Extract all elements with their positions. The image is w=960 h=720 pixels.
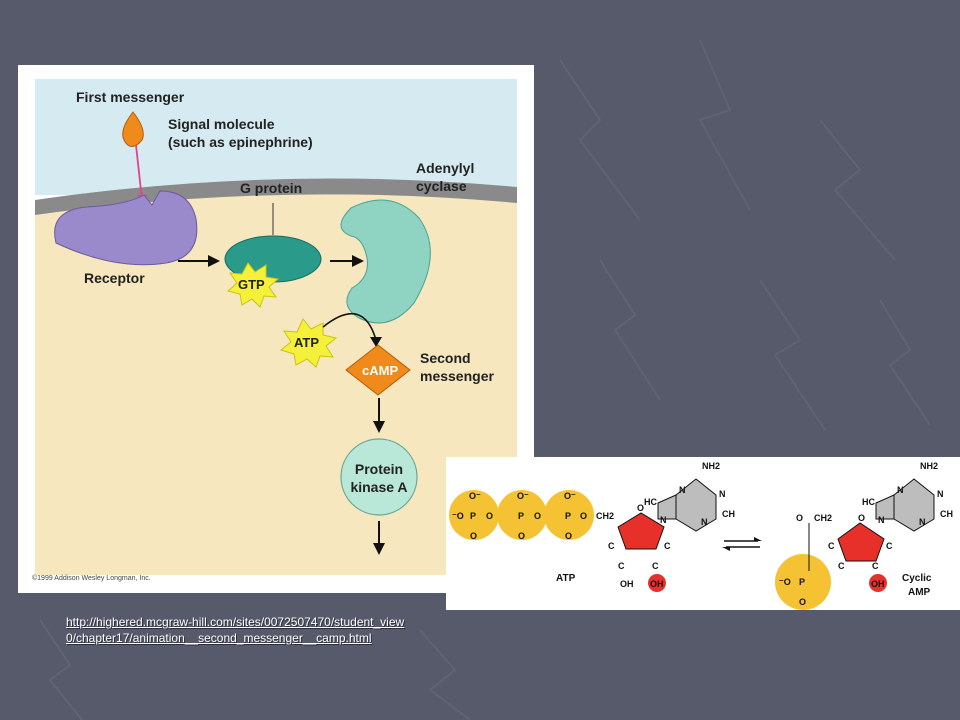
atp-label: ATP	[294, 335, 319, 350]
camp-label: cAMP	[362, 363, 398, 378]
camp-diamond-icon	[345, 344, 411, 396]
adenylyl-cyclase-label-1: Adenylyl	[416, 160, 474, 176]
oh-label-atp-2: OH	[650, 579, 664, 589]
svg-text:C: C	[608, 541, 615, 551]
arrowhead-icon	[208, 255, 220, 267]
svg-text:HC: HC	[644, 497, 657, 507]
phosphate-circle-2	[497, 490, 547, 540]
copyright-text: ©1999 Addison Wesley Longman, Inc.	[32, 574, 151, 582]
svg-text:⁻O: ⁻O	[779, 577, 791, 587]
svg-text:N: N	[701, 517, 708, 527]
receptor-protein	[54, 190, 198, 266]
svg-text:O⁻: O⁻	[564, 491, 576, 501]
svg-text:N: N	[660, 515, 667, 525]
nh2-label-atp: NH2	[702, 461, 720, 471]
second-messenger-label-2: messenger	[420, 368, 494, 384]
arrowhead-icon	[754, 537, 762, 541]
arrowhead-icon	[373, 421, 385, 433]
svg-text:O⁻: O⁻	[517, 491, 529, 501]
svg-text:C: C	[872, 561, 879, 571]
signal-molecule-label-1: Signal molecule	[168, 116, 275, 132]
svg-text:P: P	[470, 511, 476, 521]
svg-text:P: P	[518, 511, 524, 521]
ch2-label-atp: CH2	[596, 511, 614, 521]
atp-structure-label: ATP	[556, 573, 576, 584]
ch2-label-camp: CH2	[814, 513, 832, 523]
protein-kinase-a-shape	[340, 438, 418, 516]
svg-text:C: C	[838, 561, 845, 571]
cell-membrane	[35, 178, 517, 217]
pka-label-1: Protein	[355, 461, 403, 477]
phosphate-circle-camp	[775, 554, 831, 610]
signal-molecule-label-2: (such as epinephrine)	[168, 134, 313, 150]
phosphate-circle-1	[449, 490, 499, 540]
svg-text:O: O	[799, 597, 806, 607]
receptor-label: Receptor	[84, 270, 145, 286]
cyclic-amp-label-1: Cyclic	[902, 573, 932, 584]
signal-transduction-diagram: First messenger Signal molecule (such as…	[18, 65, 534, 593]
gtp-label: GTP	[238, 277, 265, 292]
adenylyl-cyclase-label-2: cyclase	[416, 178, 467, 194]
arrowhead-icon	[370, 337, 382, 347]
svg-text:O: O	[796, 513, 803, 523]
ribose-ring-atp	[617, 512, 665, 550]
oh-label-camp: OH	[871, 579, 885, 589]
svg-text:C: C	[886, 541, 893, 551]
svg-text:N: N	[679, 485, 686, 495]
svg-text:O: O	[565, 531, 572, 541]
svg-text:C: C	[664, 541, 671, 551]
extracellular-space	[35, 79, 517, 195]
pka-label-2: kinase A	[350, 479, 407, 495]
svg-text:N: N	[897, 485, 904, 495]
svg-text:N: N	[878, 515, 885, 525]
nh2-label-camp: NH2	[920, 461, 938, 471]
source-link[interactable]: http://highered.mcgraw-hill.com/sites/00…	[66, 615, 405, 645]
svg-text:O: O	[580, 511, 587, 521]
svg-text:HC: HC	[862, 497, 875, 507]
svg-text:O: O	[486, 511, 493, 521]
svg-text:C: C	[828, 541, 835, 551]
signal-molecule-icon	[122, 111, 144, 147]
svg-text:C: C	[652, 561, 659, 571]
arrowhead-icon	[352, 255, 364, 267]
svg-text:CH: CH	[940, 509, 953, 519]
oh-label-atp-1: OH	[620, 579, 634, 589]
svg-text:O: O	[518, 531, 525, 541]
svg-text:O: O	[534, 511, 541, 521]
phosphate-circle-3	[544, 490, 594, 540]
svg-text:N: N	[719, 489, 726, 499]
cyclic-amp-label-2: AMP	[908, 587, 931, 598]
svg-text:⁻O: ⁻O	[452, 511, 464, 521]
svg-text:N: N	[919, 517, 926, 527]
ribose-ring-camp	[837, 522, 885, 562]
signal-arrow	[135, 144, 143, 201]
gtp-starburst-icon	[226, 262, 280, 308]
g-protein-label: G protein	[240, 180, 302, 196]
svg-text:P: P	[565, 511, 571, 521]
svg-text:P: P	[799, 577, 805, 587]
atp-starburst-icon	[279, 318, 338, 368]
oh-highlight-camp	[869, 574, 887, 592]
svg-text:O: O	[858, 513, 865, 523]
first-messenger-label: First messenger	[76, 89, 185, 105]
oh-highlight-atp	[648, 574, 666, 592]
adenylyl-cyclase-shape	[340, 199, 431, 324]
svg-text:O⁻: O⁻	[469, 491, 481, 501]
svg-text:CH: CH	[722, 509, 735, 519]
svg-text:O: O	[470, 531, 477, 541]
atp-to-camp-arrow	[322, 312, 377, 341]
arrowhead-icon	[373, 543, 385, 555]
svg-text:C: C	[618, 561, 625, 571]
arrowhead-icon	[722, 547, 730, 551]
svg-text:O: O	[637, 503, 644, 513]
second-messenger-label-1: Second	[420, 350, 471, 366]
svg-text:N: N	[937, 489, 944, 499]
